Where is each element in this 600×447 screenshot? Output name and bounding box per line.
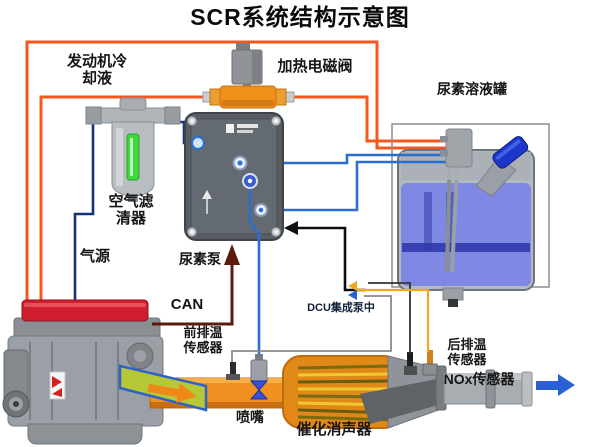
coolant-line-outer bbox=[25, 40, 450, 322]
pump-harness-wire bbox=[284, 221, 366, 292]
catalytic-muffler bbox=[282, 355, 445, 429]
exhaust-flow-arrow bbox=[147, 383, 197, 403]
urea-nozzle bbox=[249, 354, 269, 400]
pump-wire-arrowhead bbox=[284, 221, 298, 235]
can-bus-line bbox=[152, 244, 240, 326]
label-front-temp-sensor: 前排温 传感器 bbox=[183, 325, 223, 355]
coolant-line-inner bbox=[39, 95, 450, 330]
pump-ports bbox=[191, 136, 268, 217]
front-temp-wire bbox=[231, 295, 392, 362]
urea-pump bbox=[184, 112, 284, 241]
urea-return-line bbox=[261, 160, 450, 212]
urea-pressure-line bbox=[248, 186, 261, 356]
exhaust-out-arrow bbox=[536, 374, 575, 396]
can-arrowhead bbox=[224, 244, 240, 265]
nox-sensor bbox=[422, 350, 438, 376]
tank-fitting-block bbox=[440, 128, 473, 168]
air-filter bbox=[85, 97, 181, 202]
label-engine-coolant: 发动机冷 却液 bbox=[66, 53, 128, 88]
label-nox-sensor: NOx传感器 bbox=[443, 371, 515, 387]
air-source-line bbox=[73, 122, 95, 338]
turbo-outlet-pipe bbox=[118, 364, 208, 412]
pump-flow-arrow-icon bbox=[202, 190, 212, 214]
front-temp-sensor bbox=[226, 362, 240, 380]
label-rear-temp-sensor: 后排温 传感器 bbox=[447, 337, 487, 367]
label-urea-pump: 尿素泵 bbox=[179, 251, 221, 267]
label-can-bus: CAN bbox=[170, 296, 204, 313]
label-dcu-note: DCU集成泵中 bbox=[307, 302, 375, 314]
tailpipe bbox=[435, 365, 575, 411]
label-urea-tank: 尿素溶液罐 bbox=[437, 81, 507, 97]
urea-suction-line bbox=[240, 153, 450, 165]
filler-neck bbox=[475, 157, 517, 197]
heating-solenoid-valve bbox=[202, 43, 295, 109]
pump-logo bbox=[226, 124, 258, 133]
urea-tank bbox=[391, 123, 550, 307]
tank-liquid bbox=[401, 183, 531, 286]
label-catalytic-muffler: 催化消声器 bbox=[296, 421, 372, 438]
harness-junction-arrows bbox=[348, 281, 357, 300]
rear-temp-wire bbox=[368, 282, 411, 354]
label-air-source: 气源 bbox=[79, 248, 111, 265]
label-air-filter: 空气滤 清器 bbox=[108, 193, 154, 228]
engine bbox=[2, 299, 164, 445]
diagram-title: SCR系统结构示意图 bbox=[190, 4, 410, 30]
label-heating-valve: 加热电磁阀 bbox=[277, 58, 353, 75]
rear-temp-sensor bbox=[404, 352, 417, 375]
label-nozzle: 喷嘴 bbox=[236, 409, 264, 425]
tank-drain bbox=[448, 299, 458, 307]
engine-sticker bbox=[49, 371, 66, 400]
nox-sensor-wire bbox=[356, 288, 430, 352]
tank-cap bbox=[492, 136, 529, 169]
